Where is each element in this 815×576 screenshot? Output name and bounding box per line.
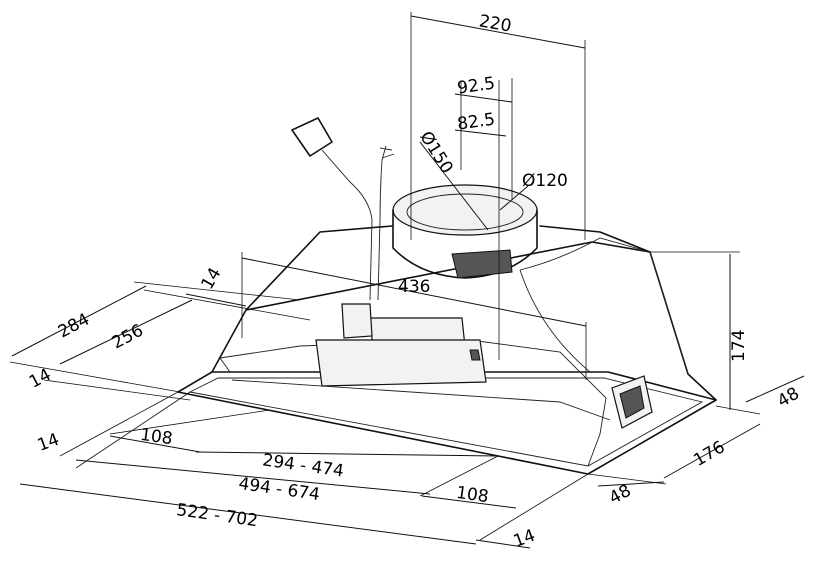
exhaust-spigot — [392, 184, 538, 279]
label-220: 220 — [477, 11, 512, 36]
label-494-674: 494 - 674 — [237, 474, 321, 505]
label-d120: Ø120 — [522, 171, 568, 191]
label-108-left: 108 — [139, 425, 174, 449]
dim-14-top: 14 — [185, 264, 247, 307]
label-14-bottom-left: 14 — [35, 430, 62, 456]
dim-436: 436 — [241, 252, 587, 380]
dim-174: 174 — [650, 251, 761, 415]
label-284: 284 — [55, 310, 93, 343]
label-82-5: 82.5 — [456, 110, 496, 135]
label-14-top: 14 — [197, 264, 225, 293]
hood-body — [177, 225, 717, 475]
label-174: 174 — [729, 330, 749, 362]
label-d150: Ø150 — [415, 128, 456, 177]
right-bracket — [611, 375, 653, 429]
label-436: 436 — [398, 277, 430, 297]
power-cable — [291, 117, 395, 301]
label-108-right: 108 — [455, 483, 490, 507]
label-294-474: 294 - 474 — [261, 450, 345, 481]
label-92-5: 92.5 — [456, 74, 496, 99]
label-256: 256 — [109, 321, 147, 354]
label-14-bottom: 14 — [511, 526, 538, 552]
label-522-702: 522 - 702 — [175, 500, 259, 531]
dim-bottom-widths: 14 108 294 - 474 494 - 674 522 - 702 108… — [19, 391, 665, 552]
label-176: 176 — [690, 437, 728, 471]
motor-box — [315, 303, 487, 387]
